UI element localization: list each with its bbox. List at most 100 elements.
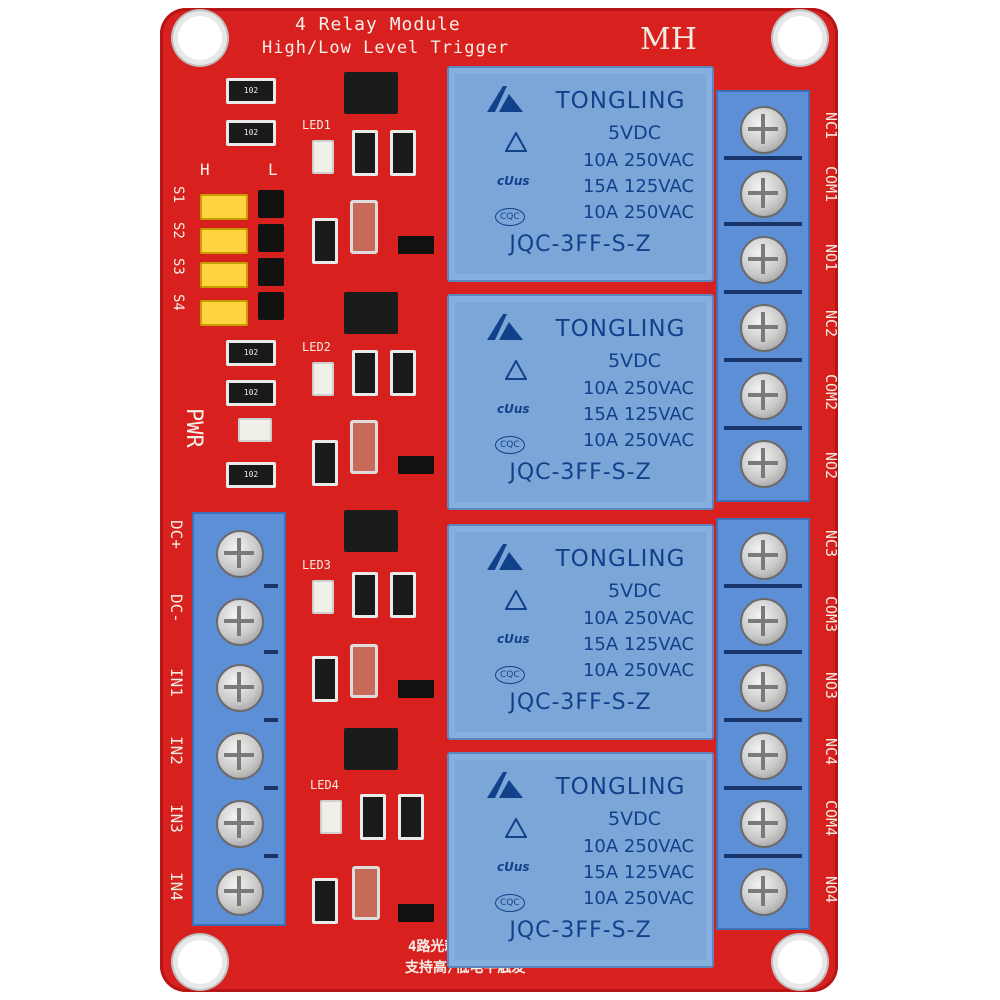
jumper-s2[interactable] <box>200 228 248 254</box>
mounting-hole-top-right <box>778 16 822 60</box>
flyback-diode-3 <box>350 644 378 698</box>
terminal-screw-com2[interactable] <box>740 372 788 420</box>
channel-led-4 <box>320 800 342 834</box>
terminal-screw-no1[interactable] <box>740 236 788 284</box>
terminal-screw-in1[interactable] <box>216 664 264 712</box>
warning-triangle-icon <box>505 132 527 152</box>
terminal-separator <box>724 650 802 654</box>
relay-4: TONGLING 5VDC 10A 250VAC cUus 15A 125VAC… <box>447 752 714 968</box>
terminal-separator <box>724 290 802 294</box>
terminal-screw-dc-plus[interactable] <box>216 530 264 578</box>
terminal-separator <box>724 854 802 858</box>
terminal-screw-in3[interactable] <box>216 800 264 848</box>
terminal-screw-no3[interactable] <box>740 664 788 712</box>
input-label-in4: IN4 <box>167 872 186 901</box>
input-label-in2: IN2 <box>167 736 186 765</box>
board-subtitle: High/Low Level Trigger <box>262 38 510 58</box>
jumper-label-s3: S3 <box>170 258 186 275</box>
terminal-screw-dc-minus[interactable] <box>216 598 264 646</box>
output-label-com4: COM4 <box>822 800 840 837</box>
optocoupler-4 <box>344 728 398 770</box>
transistor-2 <box>398 456 434 474</box>
terminal-separator <box>264 650 278 654</box>
terminal-screw-nc3[interactable] <box>740 532 788 580</box>
relay-rating-2: 15A 125VAC <box>582 634 695 655</box>
channel-led-3 <box>312 580 334 614</box>
resistor <box>352 350 378 396</box>
relay-rating-1: 10A 250VAC <box>582 150 695 171</box>
resistor <box>390 130 416 176</box>
led3-label: LED3 <box>302 558 331 572</box>
output-label-nc2: NC2 <box>822 310 840 338</box>
resistor: 102 <box>226 78 276 104</box>
terminal-separator <box>724 786 802 790</box>
output-label-no4: NO4 <box>822 876 840 904</box>
tongling-logo-icon <box>487 86 523 112</box>
header-pin <box>258 224 284 252</box>
mounting-hole-top-left <box>178 16 222 60</box>
power-led <box>238 418 272 442</box>
output-label-no1: NO1 <box>822 244 840 272</box>
terminal-screw-com4[interactable] <box>740 800 788 848</box>
jumper-h-label: H <box>200 160 210 179</box>
terminal-screw-in2[interactable] <box>216 732 264 780</box>
transistor-3 <box>398 680 434 698</box>
resistor <box>360 794 386 840</box>
terminal-separator <box>264 718 278 722</box>
terminal-screw-com3[interactable] <box>740 598 788 646</box>
ul-mark-icon: cUus <box>497 174 530 188</box>
terminal-separator <box>264 584 278 588</box>
mounting-hole-bottom-right <box>778 940 822 984</box>
relay-model: JQC-3FF-S-Z <box>509 690 652 715</box>
warning-triangle-icon <box>505 590 527 610</box>
terminal-screw-nc4[interactable] <box>740 732 788 780</box>
terminal-screw-no2[interactable] <box>740 440 788 488</box>
resistor <box>352 130 378 176</box>
relay-voltage: 5VDC <box>608 350 661 372</box>
pwr-label: PWR <box>181 408 206 448</box>
relay-brand: TONGLING <box>555 546 686 572</box>
resistor <box>390 572 416 618</box>
relay-brand: TONGLING <box>555 774 686 800</box>
led2-label: LED2 <box>302 340 331 354</box>
cqc-mark-icon: CQC <box>495 666 525 684</box>
terminal-screw-com1[interactable] <box>740 170 788 218</box>
relay-model: JQC-3FF-S-Z <box>509 460 652 485</box>
relay-rating-3: 10A 250VAC <box>582 660 695 681</box>
terminal-separator <box>724 156 802 160</box>
ul-mark-icon: cUus <box>497 860 530 874</box>
jumper-label-s4: S4 <box>170 294 186 311</box>
resistor <box>352 572 378 618</box>
output-label-com3: COM3 <box>822 596 840 633</box>
output-label-nc1: NC1 <box>822 112 840 140</box>
jumper-label-s1: S1 <box>170 186 186 203</box>
terminal-screw-nc2[interactable] <box>740 304 788 352</box>
terminal-screw-nc1[interactable] <box>740 106 788 154</box>
input-label-dc-minus: DC- <box>167 594 186 623</box>
warning-triangle-icon <box>505 360 527 380</box>
terminal-separator <box>724 718 802 722</box>
relay-voltage: 5VDC <box>608 122 661 144</box>
led1-label: LED1 <box>302 118 331 132</box>
relay-rating-1: 10A 250VAC <box>582 608 695 629</box>
transistor-4 <box>398 904 434 922</box>
terminal-screw-no4[interactable] <box>740 868 788 916</box>
terminal-separator <box>264 854 278 858</box>
tongling-logo-icon <box>487 314 523 340</box>
resistor: 102 <box>226 120 276 146</box>
terminal-separator <box>724 584 802 588</box>
jumper-s3[interactable] <box>200 262 248 288</box>
maker-mark: MH <box>640 22 697 57</box>
resistor <box>312 656 338 702</box>
terminal-screw-in4[interactable] <box>216 868 264 916</box>
relay-model: JQC-3FF-S-Z <box>509 918 652 943</box>
jumper-s4[interactable] <box>200 300 248 326</box>
jumper-s1[interactable] <box>200 194 248 220</box>
relay-voltage: 5VDC <box>608 808 661 830</box>
header-pin <box>258 258 284 286</box>
resistor: 102 <box>226 380 276 406</box>
optocoupler-2 <box>344 292 398 334</box>
cqc-mark-icon: CQC <box>495 208 525 226</box>
warning-triangle-icon <box>505 818 527 838</box>
channel-led-1 <box>312 140 334 174</box>
